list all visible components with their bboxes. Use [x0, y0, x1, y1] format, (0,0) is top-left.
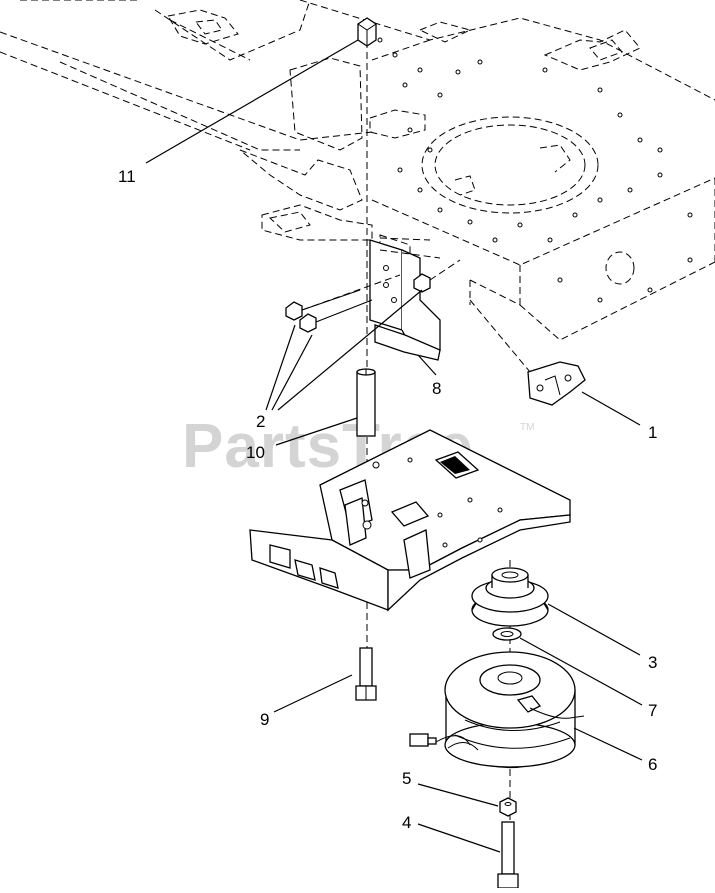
- callout-7: 7: [648, 701, 657, 720]
- part-4-bolt: [497, 821, 519, 889]
- part-2-bolts: [285, 237, 461, 333]
- watermark-trademark: TM: [520, 422, 534, 433]
- bracket-axis: [469, 299, 546, 391]
- part-5-washer: [499, 797, 517, 817]
- part-7-washer: [492, 627, 522, 641]
- callout-2: 2: [256, 412, 265, 431]
- part-3-pulley: [471, 567, 549, 627]
- part-6-clutch: [409, 651, 585, 769]
- part-11-nut: [357, 17, 377, 47]
- callout-4: 4: [402, 813, 411, 832]
- part-9-bolt: [355, 647, 377, 701]
- callout-5: 5: [402, 769, 411, 788]
- callout-1: 1: [648, 423, 657, 442]
- callout-3: 3: [648, 653, 657, 672]
- part-1-idler-bracket: [527, 361, 586, 406]
- callout-6: 6: [648, 755, 657, 774]
- callouts: 11 1 2 8 10 3 7 6 9 5 4: [118, 167, 657, 832]
- callout-9: 9: [260, 710, 269, 729]
- callout-10: 10: [246, 443, 265, 462]
- frame-assembly: [0, 0, 715, 341]
- callout-8: 8: [432, 379, 441, 398]
- callout-11: 11: [118, 167, 136, 186]
- leader-lines: [145, 39, 643, 853]
- mounting-plate: [249, 429, 571, 612]
- part-8-bracket: [369, 239, 441, 361]
- part-10-spacer: [356, 368, 376, 437]
